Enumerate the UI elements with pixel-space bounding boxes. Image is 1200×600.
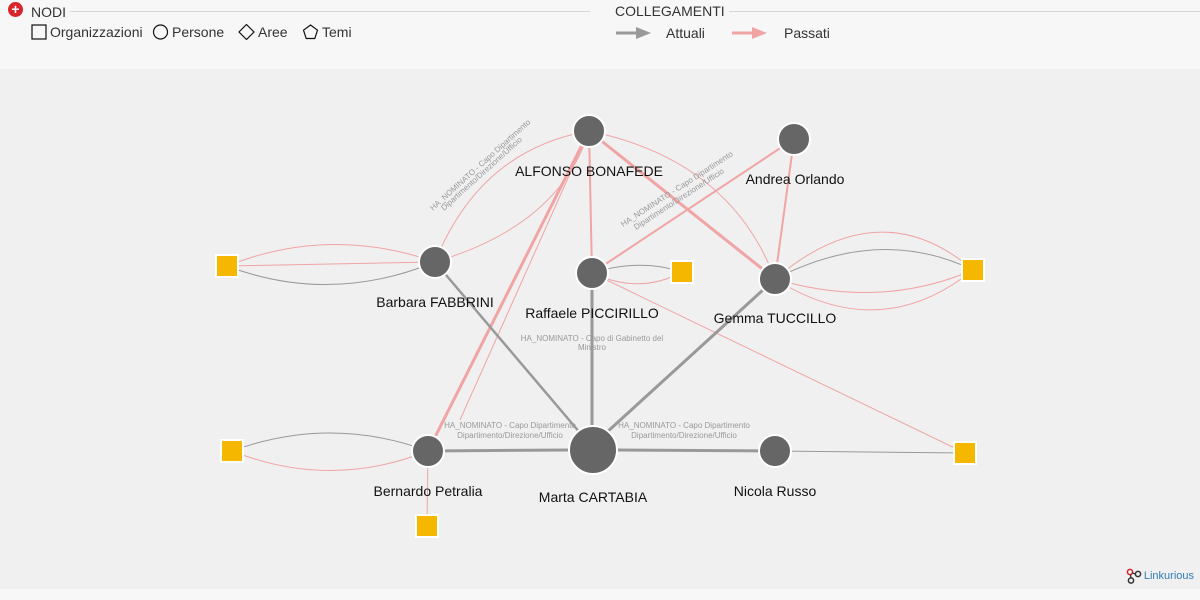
edge-gemma-org-2[interactable] — [774, 269, 974, 293]
edge-bernardo-org-left[interactable] — [231, 432, 429, 452]
edge-barbara-org-1[interactable] — [226, 261, 436, 267]
edge-barbara-org-2[interactable] — [226, 243, 436, 267]
organization-node[interactable] — [415, 514, 439, 538]
legend-divider-links — [729, 11, 1200, 12]
organization-node[interactable] — [220, 439, 244, 463]
edge-marta-gemma[interactable] — [604, 277, 777, 435]
node-label-nicola: Nicola Russo — [734, 483, 817, 499]
nodes-title: NODI — [31, 4, 70, 20]
person-node-bernardo[interactable] — [411, 434, 445, 468]
edge-label-nicola-marta-1: HA_NOMINATO - Capo Dipartimento — [618, 421, 750, 430]
edge-andrea-raffaele[interactable] — [591, 138, 795, 274]
expand-legend-icon[interactable]: + — [8, 2, 23, 17]
node-label-alfonso: ALFONSO BONAFEDE — [515, 163, 663, 179]
links-title: COLLEGAMENTI — [615, 3, 729, 19]
square-icon — [31, 24, 47, 40]
edge-marta-nicola[interactable] — [616, 448, 776, 453]
edge-gemma-org-1[interactable] — [774, 231, 974, 280]
edge-label-raffaele-marta-1: HA_NOMINATO - Capo di Gabinetto del — [521, 334, 664, 343]
person-node-nicola[interactable] — [758, 434, 792, 468]
person-nodes — [411, 114, 811, 475]
edge-alfonso-bernardo[interactable] — [426, 130, 591, 452]
edge-alfonso-barbara-1[interactable] — [434, 130, 590, 263]
legend-panel: + NODI COLLEGAMENTI Organizzazioni Perso… — [0, 0, 1200, 69]
legend-past-links[interactable]: Passati — [731, 25, 830, 41]
organization-nodes — [215, 254, 985, 538]
node-label-barbara: Barbara FABBRINI — [376, 294, 494, 310]
legend-organizations-label: Organizzazioni — [50, 24, 143, 40]
edge-alfonso-raffaele[interactable] — [588, 130, 593, 274]
network-graph[interactable]: HA_NOMINATO - Capo Dipartimento Dipartim… — [0, 69, 1200, 589]
node-labels: ALFONSO BONAFEDE Andrea Orlando Barbara … — [374, 163, 845, 505]
organization-node[interactable] — [953, 441, 977, 465]
node-label-raffaele: Raffaele PICCIRILLO — [525, 305, 659, 321]
node-label-bernardo: Bernardo Petralia — [374, 483, 483, 499]
node-label-andrea: Andrea Orlando — [746, 171, 845, 187]
edges — [226, 129, 974, 527]
legend-persons[interactable]: Persone — [152, 24, 224, 40]
person-node-barbara[interactable] — [418, 245, 452, 279]
organization-node[interactable] — [670, 260, 694, 284]
legend-topics[interactable]: Temi — [302, 24, 352, 40]
edge-alfonso-marta-past[interactable] — [459, 130, 590, 421]
circle-icon — [152, 24, 169, 40]
organization-node[interactable] — [215, 254, 239, 278]
legend-past-label: Passati — [784, 25, 830, 41]
edge-marta-barbara[interactable] — [434, 261, 582, 435]
linkurious-credit-link[interactable]: Linkurious — [1126, 568, 1194, 584]
legend-organizations[interactable]: Organizzazioni — [31, 24, 143, 40]
edge-bernardo-org-left-past[interactable] — [231, 450, 429, 471]
legend-areas[interactable]: Aree — [238, 24, 288, 40]
edge-label-bernardo-marta-2: Dipartimento/Direzione/Ufficio — [457, 431, 563, 440]
edge-label-alfonso-barbara-2: Dipartimento/Direzione/Ufficio — [439, 135, 524, 213]
person-node-raffaele[interactable] — [575, 256, 609, 290]
edge-alfonso-barbara-2[interactable] — [434, 130, 590, 263]
organization-node[interactable] — [961, 258, 985, 282]
edge-marta-bernardo[interactable] — [427, 448, 570, 453]
legend-persons-label: Persone — [172, 24, 225, 40]
edge-label-nicola-marta-2: Dipartimento/Direzione/Ufficio — [631, 431, 737, 440]
node-label-marta: Marta CARTABIA — [539, 489, 648, 505]
edge-label-bernardo-marta-1: HA_NOMINATO - Capo Dipartimento — [444, 421, 576, 430]
linkurious-logo-icon — [1126, 568, 1142, 584]
person-node-andrea[interactable] — [777, 122, 811, 156]
edge-gemma-org-current[interactable] — [774, 249, 974, 280]
edge-barbara-org-current[interactable] — [226, 261, 436, 286]
person-node-marta[interactable] — [568, 425, 618, 475]
arrow-past-icon — [732, 27, 767, 39]
legend-topics-label: Temi — [322, 24, 352, 40]
edge-raffaele-org-right[interactable] — [591, 272, 966, 454]
arrow-current-icon — [616, 27, 651, 39]
legend-current-label: Attuali — [666, 25, 705, 41]
person-node-alfonso[interactable] — [572, 114, 606, 148]
edge-alfonso-gemma-1[interactable] — [588, 129, 776, 281]
edge-gemma-org-3[interactable] — [774, 269, 974, 311]
linkurious-credit-label: Linkurious — [1143, 570, 1194, 582]
edge-andrea-gemma[interactable] — [774, 138, 795, 280]
pentagon-icon — [302, 24, 319, 40]
legend-divider-nodes — [70, 11, 590, 12]
diamond-icon — [238, 24, 255, 40]
legend-current-links[interactable]: Attuali — [615, 25, 705, 41]
footer-bar — [0, 589, 1200, 600]
edge-label-raffaele-marta-2: Ministro — [578, 343, 607, 352]
node-label-gemma: Gemma TUCCILLO — [714, 310, 837, 326]
edge-nicola-org-right[interactable] — [774, 450, 966, 454]
edge-alfonso-gemma-2[interactable] — [588, 130, 776, 280]
legend-areas-label: Aree — [258, 24, 288, 40]
person-node-gemma[interactable] — [758, 262, 792, 296]
